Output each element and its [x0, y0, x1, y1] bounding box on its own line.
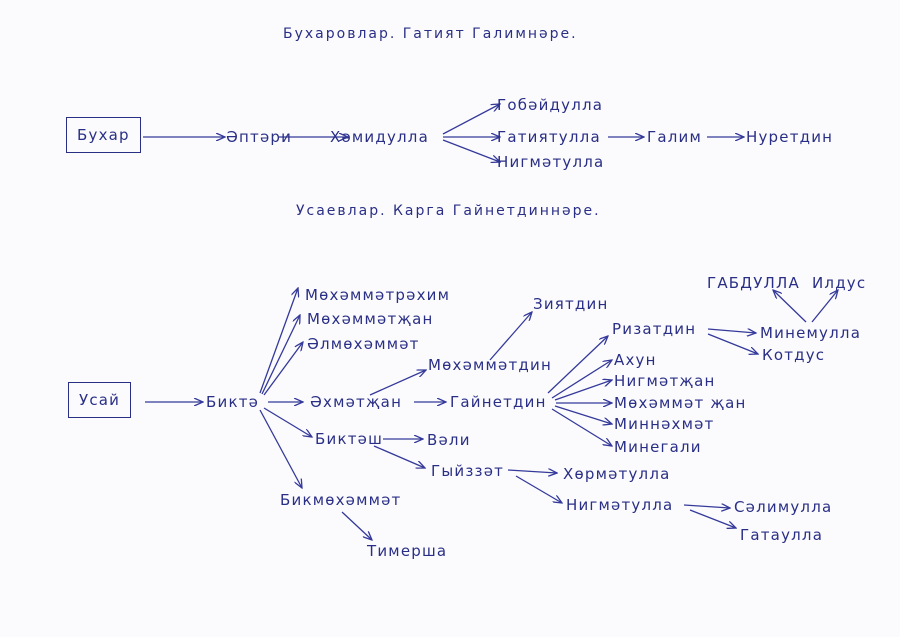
node-gatiyatulla: Гатиятулла	[497, 128, 601, 146]
edge-gainetdin-minnakhmat	[554, 405, 612, 424]
node-gainetdin: Гайнетдин	[450, 393, 547, 411]
node-almokhammat: Әлмөхәммәт	[307, 335, 420, 353]
edge-bikmokhammat-timersha	[341, 511, 372, 540]
edge-akhmatzhan-mokhammatdin	[369, 370, 426, 396]
edge-rizatdin-minemulla	[707, 329, 756, 333]
node-akhun: Ахун	[614, 351, 657, 369]
title-usaev: Усаевлар. Карга Гайнетдиннәре.	[296, 203, 601, 219]
node-ildus: Илдус	[812, 274, 867, 292]
edge-gainetdin-rizatdin	[547, 336, 608, 394]
node-nigmatulla-2: Нигмәтулла	[566, 496, 674, 514]
node-bikte: Биктә	[206, 393, 260, 411]
node-minemulla: Минемулла	[760, 324, 862, 342]
edge-gainetdin-minegali	[551, 408, 612, 446]
edge-mokhammatdin-ziyatdin	[489, 312, 532, 361]
node-gabdulla: ГАБДУЛЛА	[707, 274, 800, 292]
node-mokhammatzhan: Мөхәммәтҗан	[307, 310, 434, 328]
edge-bikte-bikmokhammat	[259, 409, 302, 488]
edge-khamidulla-gobaydulla	[442, 104, 500, 135]
edge-gainetdin-nigmatzhan	[554, 380, 612, 401]
node-khormatulla: Хөрмәтулла	[563, 465, 671, 483]
node-minnakhmat: Миннәхмәт	[614, 415, 715, 433]
node-vali: Вәли	[427, 431, 471, 449]
edge-bikte-almokhammat	[263, 342, 303, 396]
node-eptari: Әптәри	[226, 128, 293, 146]
title-bukharov: Бухаровлар. Гатият Галимнәре.	[283, 26, 578, 42]
node-bikmokhammat: Бикмөхәммәт	[280, 491, 402, 509]
edge-gyyzzat-nigmatulla	[515, 475, 562, 503]
node-galim: Галим	[647, 128, 702, 146]
node-biktash: Биктәш	[315, 430, 383, 448]
node-gyyzzat: Гыйззәт	[431, 462, 505, 480]
edge-khamidulla-nigmatulla	[442, 139, 500, 162]
node-mokhammatzhan-2: Мөхәммәт җан	[614, 394, 747, 412]
node-mokhammatdin: Мөхәммәтдин	[428, 356, 552, 374]
node-salimulla: Сәлимулла	[734, 498, 833, 516]
edge-biktash-gyyzzat	[373, 445, 425, 468]
node-nigmatulla-1: Нигмәтулла	[497, 153, 605, 171]
edge-nigmatulla-salimulla	[683, 505, 730, 508]
node-gobaydulla: Гобәйдулла	[497, 96, 604, 114]
node-gataulla: Гатаулла	[740, 526, 824, 544]
node-rizatdin: Ризатдин	[612, 320, 697, 338]
node-ziyatdin: Зиятдин	[533, 295, 609, 313]
edge-minemulla-ildus	[811, 290, 838, 323]
node-nuretdin: Нуретдин	[746, 128, 834, 146]
node-timersha: Тимерша	[367, 542, 448, 560]
edge-gainetdin-akhun	[551, 360, 612, 399]
node-nigmatzhan: Нигмәтҗан	[614, 372, 716, 390]
edge-gyyzzat-khormatulla	[507, 470, 557, 473]
node-khamidulla: Хәмидулла	[330, 128, 429, 146]
node-mokhammatrakhim: Мөхәммәтрәхим	[305, 286, 451, 304]
edge-rizatdin-kotdus	[707, 333, 758, 354]
node-minegali: Минегали	[614, 438, 702, 456]
node-usai: Усай	[68, 382, 132, 418]
edge-minemulla-gabdulla	[773, 290, 807, 323]
edge-bikte-mokhammatzhan	[261, 315, 300, 395]
edge-bikte-biktash	[263, 407, 312, 437]
node-bukhar: Бухар	[66, 117, 141, 153]
node-kotdus: Котдус	[762, 346, 826, 364]
edge-nigmatulla-gataulla	[689, 509, 736, 528]
node-akhmatzhan: Әхмәтҗан	[310, 393, 403, 411]
edge-bikte-mokhammatrakhim	[259, 288, 298, 394]
